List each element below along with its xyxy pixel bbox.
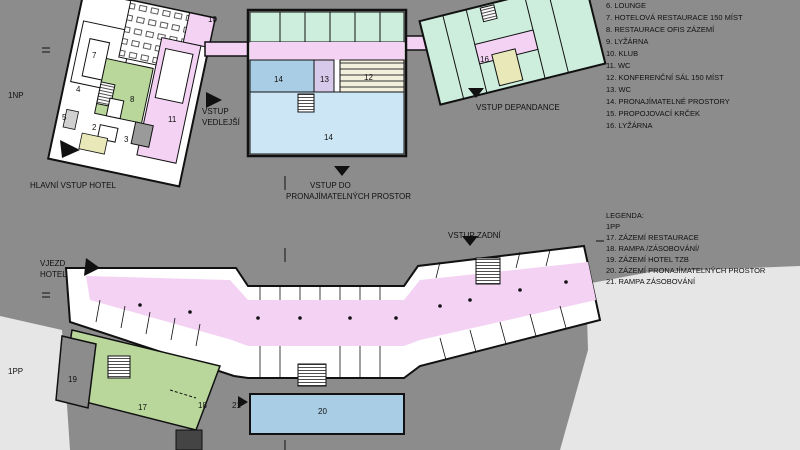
central-block xyxy=(246,8,408,158)
rear-entrance-label: VSTUP ZADNÍ xyxy=(448,231,501,240)
side-entrance-label-1: VSTUP xyxy=(202,107,229,116)
floor-1pp-label: 1PP xyxy=(8,367,24,376)
garage-1pp xyxy=(55,244,602,450)
legend-1pp-item-21: 21. RAMPA ZÁSOBOVÁNÍ xyxy=(606,277,696,286)
legend-1np-item-12: 12. KONFERENČNÍ SÁL 150 MÍST xyxy=(606,73,724,82)
room-19-label: 19 xyxy=(68,375,77,384)
room-2-label: 2 xyxy=(92,123,97,132)
legend-1np-item-15: 15. PROPOJOVACÍ KRČEK xyxy=(606,109,701,118)
legend-1np-item-14: 14. PRONAJÍMATELNÉ PROSTORY xyxy=(606,97,730,106)
legend-1np-item-11: 11. WC xyxy=(606,61,631,70)
room-12-label: 12 xyxy=(364,73,373,82)
vjezd-label-2: HOTEL xyxy=(40,270,67,279)
room-4-label: 4 xyxy=(76,85,81,94)
room-3-label: 3 xyxy=(124,135,129,144)
legend-1np-item-13: 13. WC xyxy=(606,85,632,94)
legend-1np-item-6: 6. LOUNGE xyxy=(606,1,647,10)
main-entrance-label: HLAVNÍ VSTUP HOTEL xyxy=(30,181,116,190)
legend-1np-item-7: 7. HOTELOVÁ RESTAURACE 150 MÍST xyxy=(606,13,743,22)
legend-1pp-item-20: 20. ZÁZEMÍ PRONAJÍMATELNÝCH PROSTOR xyxy=(606,266,766,275)
room-8-label: 8 xyxy=(130,95,135,104)
terrain-right xyxy=(560,266,800,450)
dependance-entrance-label: VSTUP DEPANDANCE xyxy=(476,103,560,112)
legend-1pp-item-17: 17. ZÁZEMÍ RESTAURACE xyxy=(606,233,699,242)
rental-entrance-label-2: PRONAJÍMATELNÝCH PROSTOR xyxy=(286,192,412,201)
floor-1np-label: 1NP xyxy=(8,91,24,100)
rental-entrance-label-1: VSTUP DO xyxy=(310,181,351,190)
room-5-label: 5 xyxy=(62,113,67,122)
arrow-vjezd xyxy=(84,258,100,276)
dependance-block xyxy=(418,0,607,106)
room-14b-label: 14 xyxy=(324,133,333,142)
arrow-ramp xyxy=(238,396,248,408)
arrow-rear-entrance xyxy=(462,236,478,246)
room-13-label: 13 xyxy=(320,75,329,84)
room-14a-label: 14 xyxy=(274,75,283,84)
legend-1pp-item-19: 19. ZÁZEMÍ HOTEL TZB xyxy=(606,255,689,264)
legend-1pp-floor: 1PP xyxy=(606,222,621,231)
arrow-main-entrance xyxy=(60,140,80,158)
connector-1 xyxy=(204,41,254,57)
room-18-label: 18 xyxy=(198,401,207,410)
legend-1np-item-8: 8. RESTAURACE OFIS ZÁZEMÍ xyxy=(606,25,715,34)
vjezd-label-1: VJEZD xyxy=(40,259,66,268)
room-17-label: 17 xyxy=(138,403,147,412)
room-7-label: 7 xyxy=(92,51,97,60)
legend-1np-item-9: 9. LYŽÁRNA xyxy=(606,37,649,46)
arrow-rental xyxy=(334,166,350,176)
room-20-label: 20 xyxy=(318,407,327,416)
terrain-left xyxy=(0,316,70,450)
room-10-label: 10 xyxy=(208,15,217,24)
hotel-wing xyxy=(46,0,217,188)
arrow-side-entrance xyxy=(206,92,222,108)
room-11-label: 11 xyxy=(168,115,177,124)
legend-1np-item-16: 16. LYŽÁRNA xyxy=(606,121,653,130)
legend-1np-item-10: 10. KLUB xyxy=(606,49,639,58)
legend-1pp-title: LEGENDA: xyxy=(606,211,644,220)
section-markers xyxy=(42,47,604,450)
room-21-label: 21 xyxy=(232,401,241,410)
legend-1pp-item-18: 18. RAMPA /ZÁSOBOVÁNÍ/ xyxy=(606,244,700,253)
side-entrance-label-2: VEDLEJŠÍ xyxy=(202,118,240,127)
arrow-dependance xyxy=(468,88,484,98)
room-16-label: 16 xyxy=(480,55,489,64)
